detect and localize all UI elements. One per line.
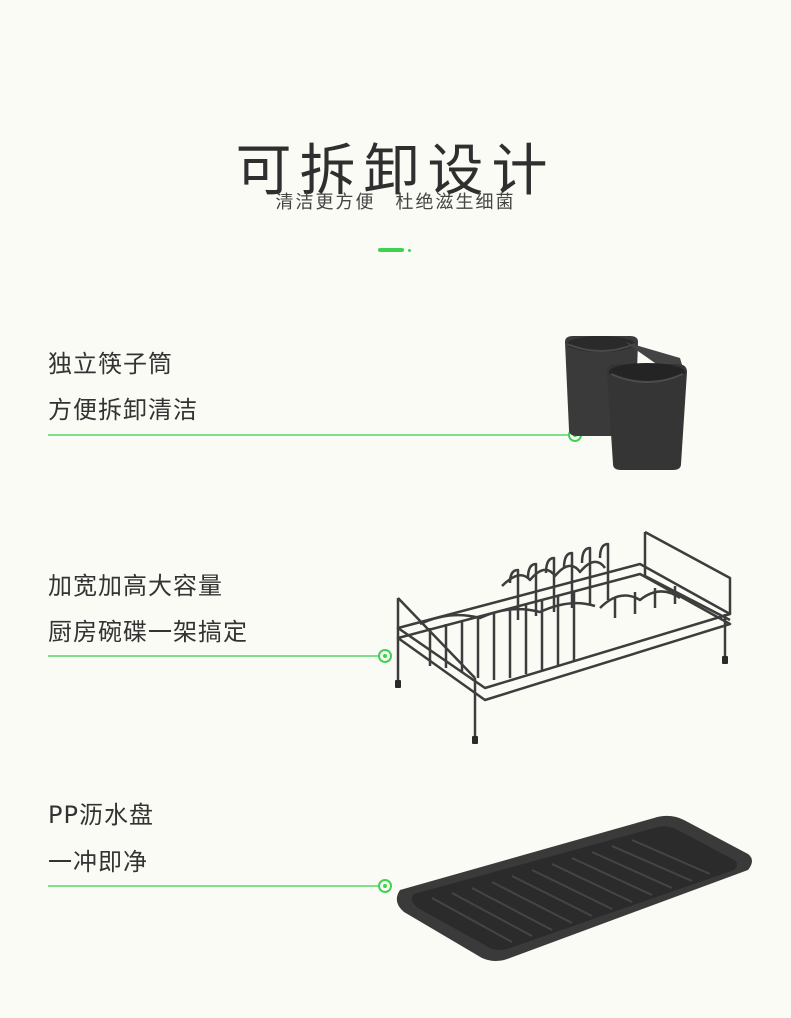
feature-3-connector-line: [48, 885, 380, 887]
drip-tray-image: [396, 815, 752, 961]
feature-2-connector-line: [48, 655, 380, 657]
dish-rack-image: [395, 530, 732, 744]
feature-2-marker: [378, 649, 392, 663]
utensil-holder-image: [565, 336, 687, 470]
feature-1-connector-line: [48, 434, 570, 436]
feature-3-line2: 一冲即净: [48, 848, 148, 876]
feature-3-line1: PP沥水盘: [48, 801, 154, 829]
feature-2-line2: 厨房碗碟一架搞定: [48, 618, 248, 646]
page-subtitle: 清洁更方便 杜绝滋生细菌: [275, 192, 516, 213]
accent-dot: [408, 249, 411, 252]
feature-3-marker: [378, 879, 392, 893]
feature-1-line1: 独立筷子筒: [48, 350, 173, 378]
accent-bar: [378, 248, 404, 252]
feature-2-line1: 加宽加高大容量: [48, 572, 223, 600]
feature-1-line2: 方便拆卸清洁: [48, 396, 198, 424]
page-title: 可拆卸设计: [235, 138, 556, 204]
